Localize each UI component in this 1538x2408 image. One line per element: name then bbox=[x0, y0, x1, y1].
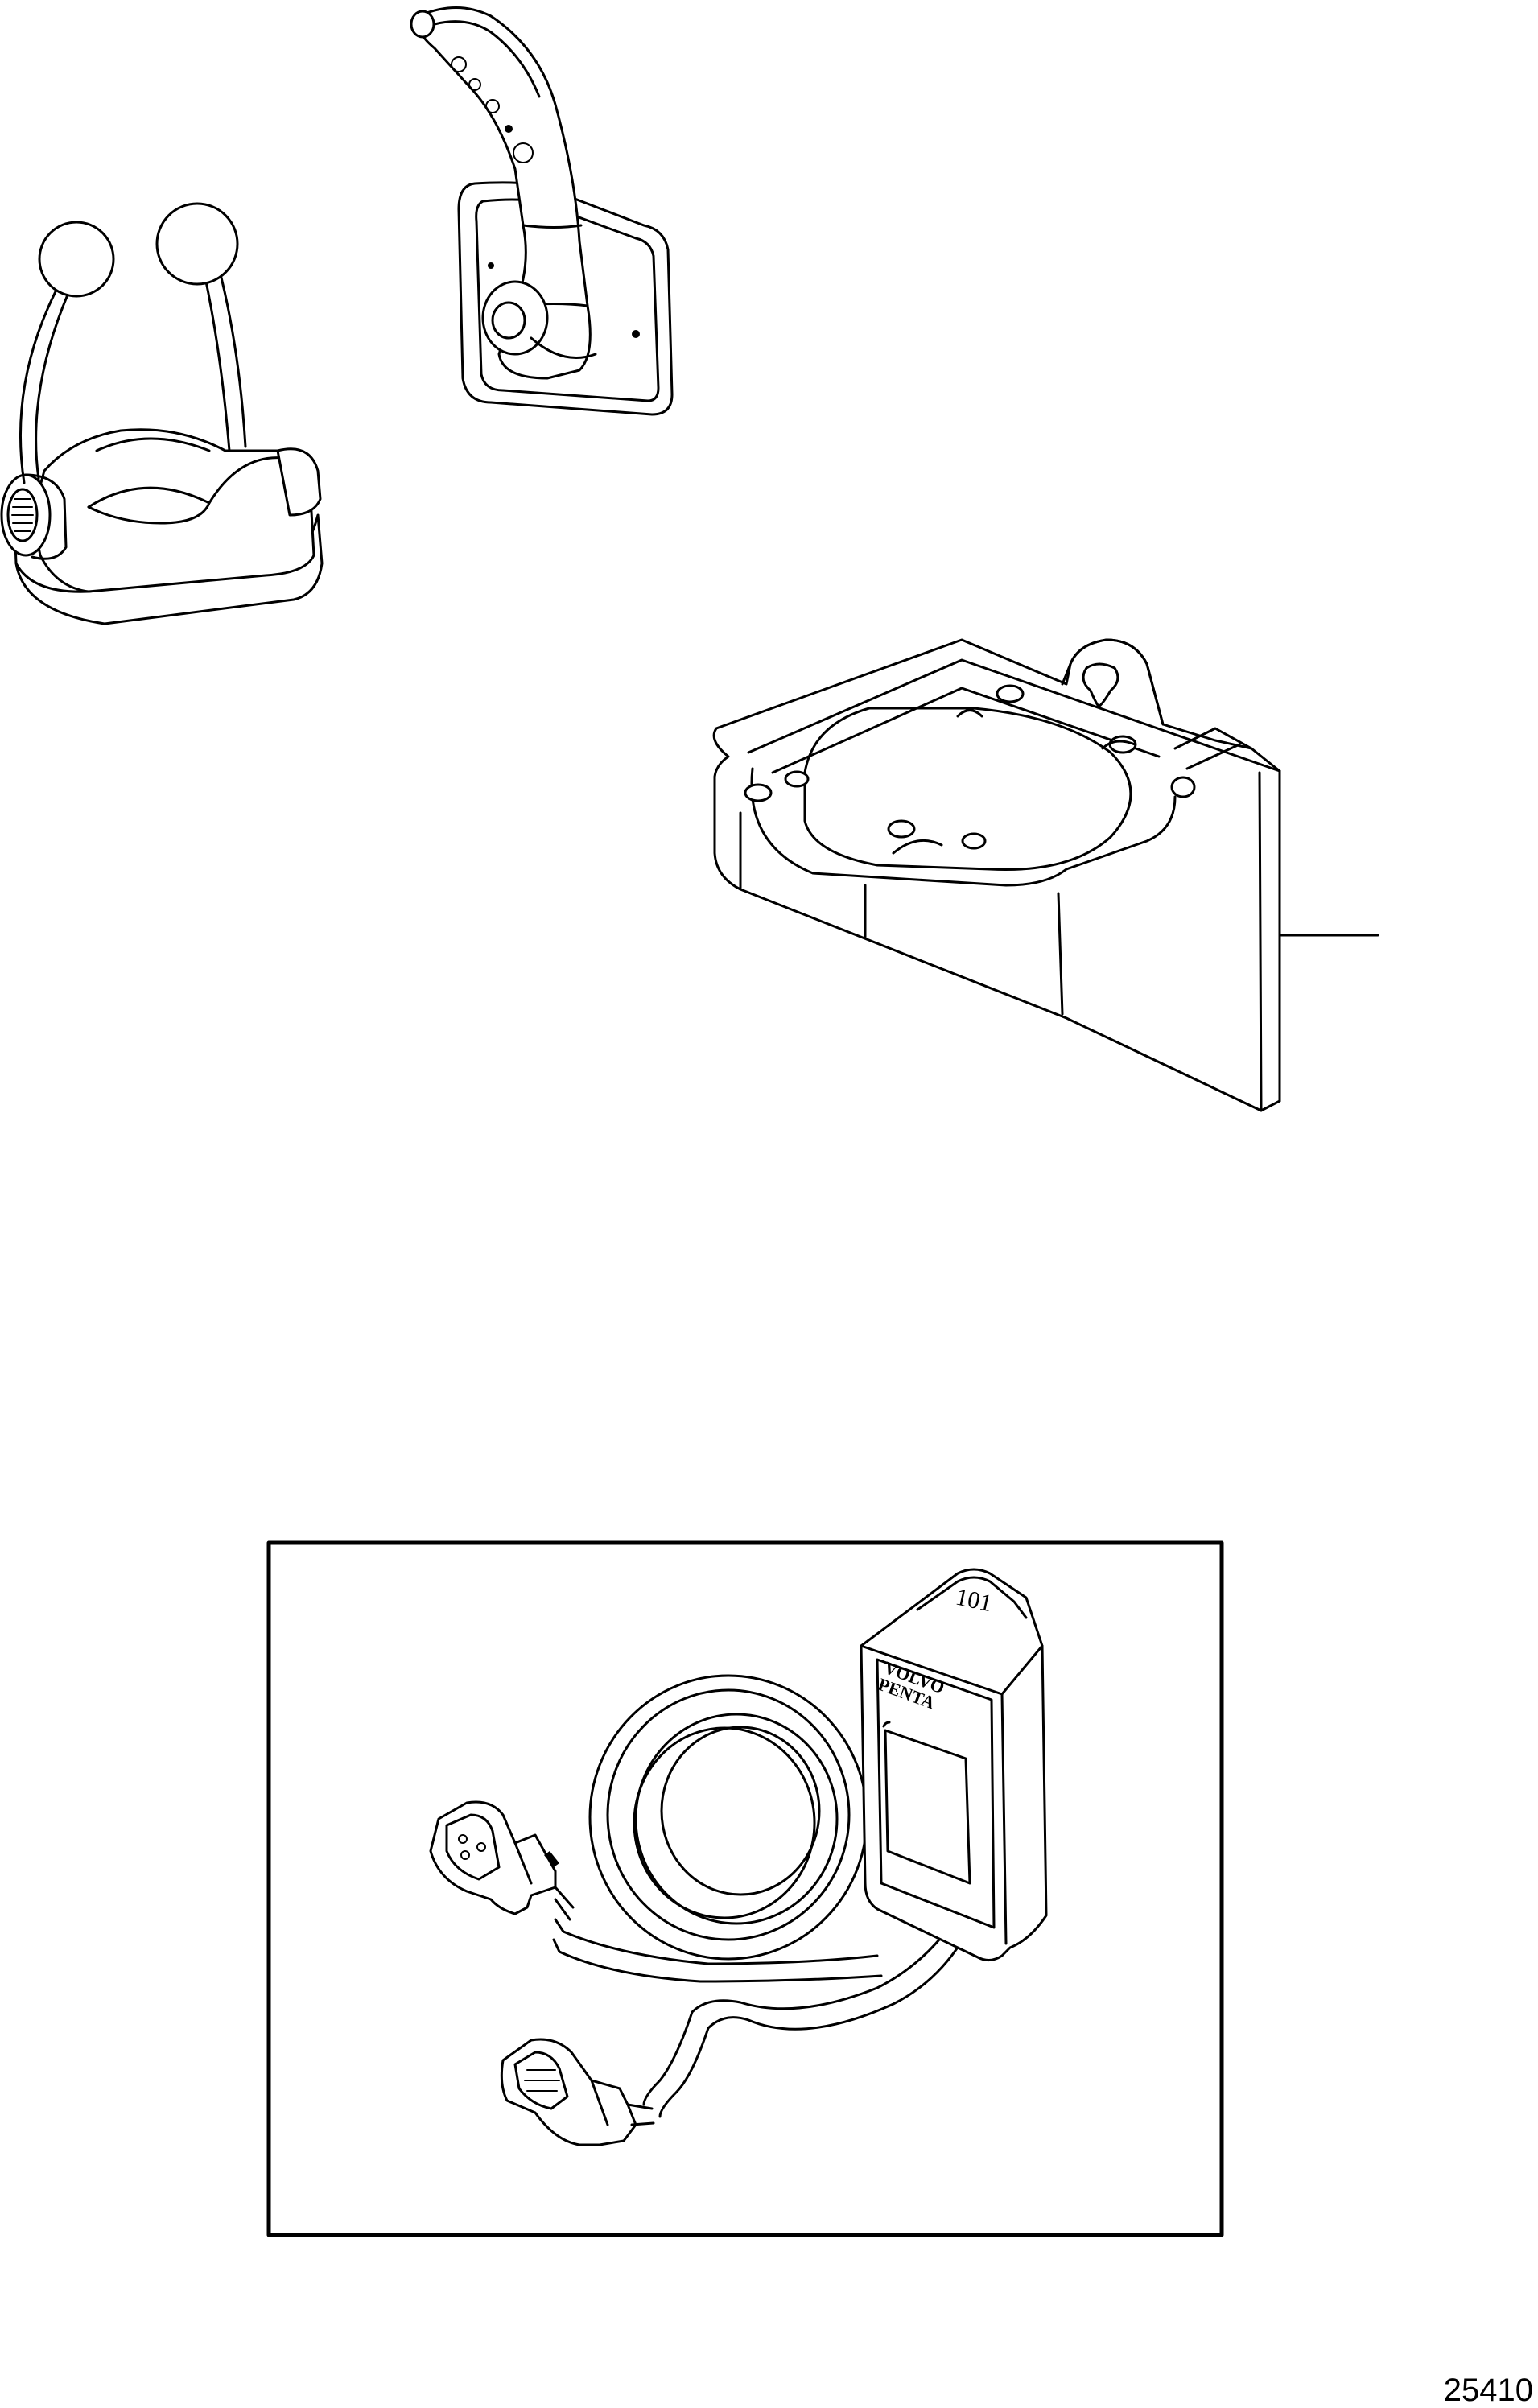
control-mounting-bracket bbox=[712, 638, 1379, 1112]
control-module-with-harness: VOLVO PENTA 101 bbox=[266, 1540, 1224, 2237]
twin-lever-control bbox=[0, 202, 324, 625]
single-lever-side-mount-control bbox=[410, 6, 674, 416]
figure-number: 25410 bbox=[1443, 2373, 1533, 2408]
